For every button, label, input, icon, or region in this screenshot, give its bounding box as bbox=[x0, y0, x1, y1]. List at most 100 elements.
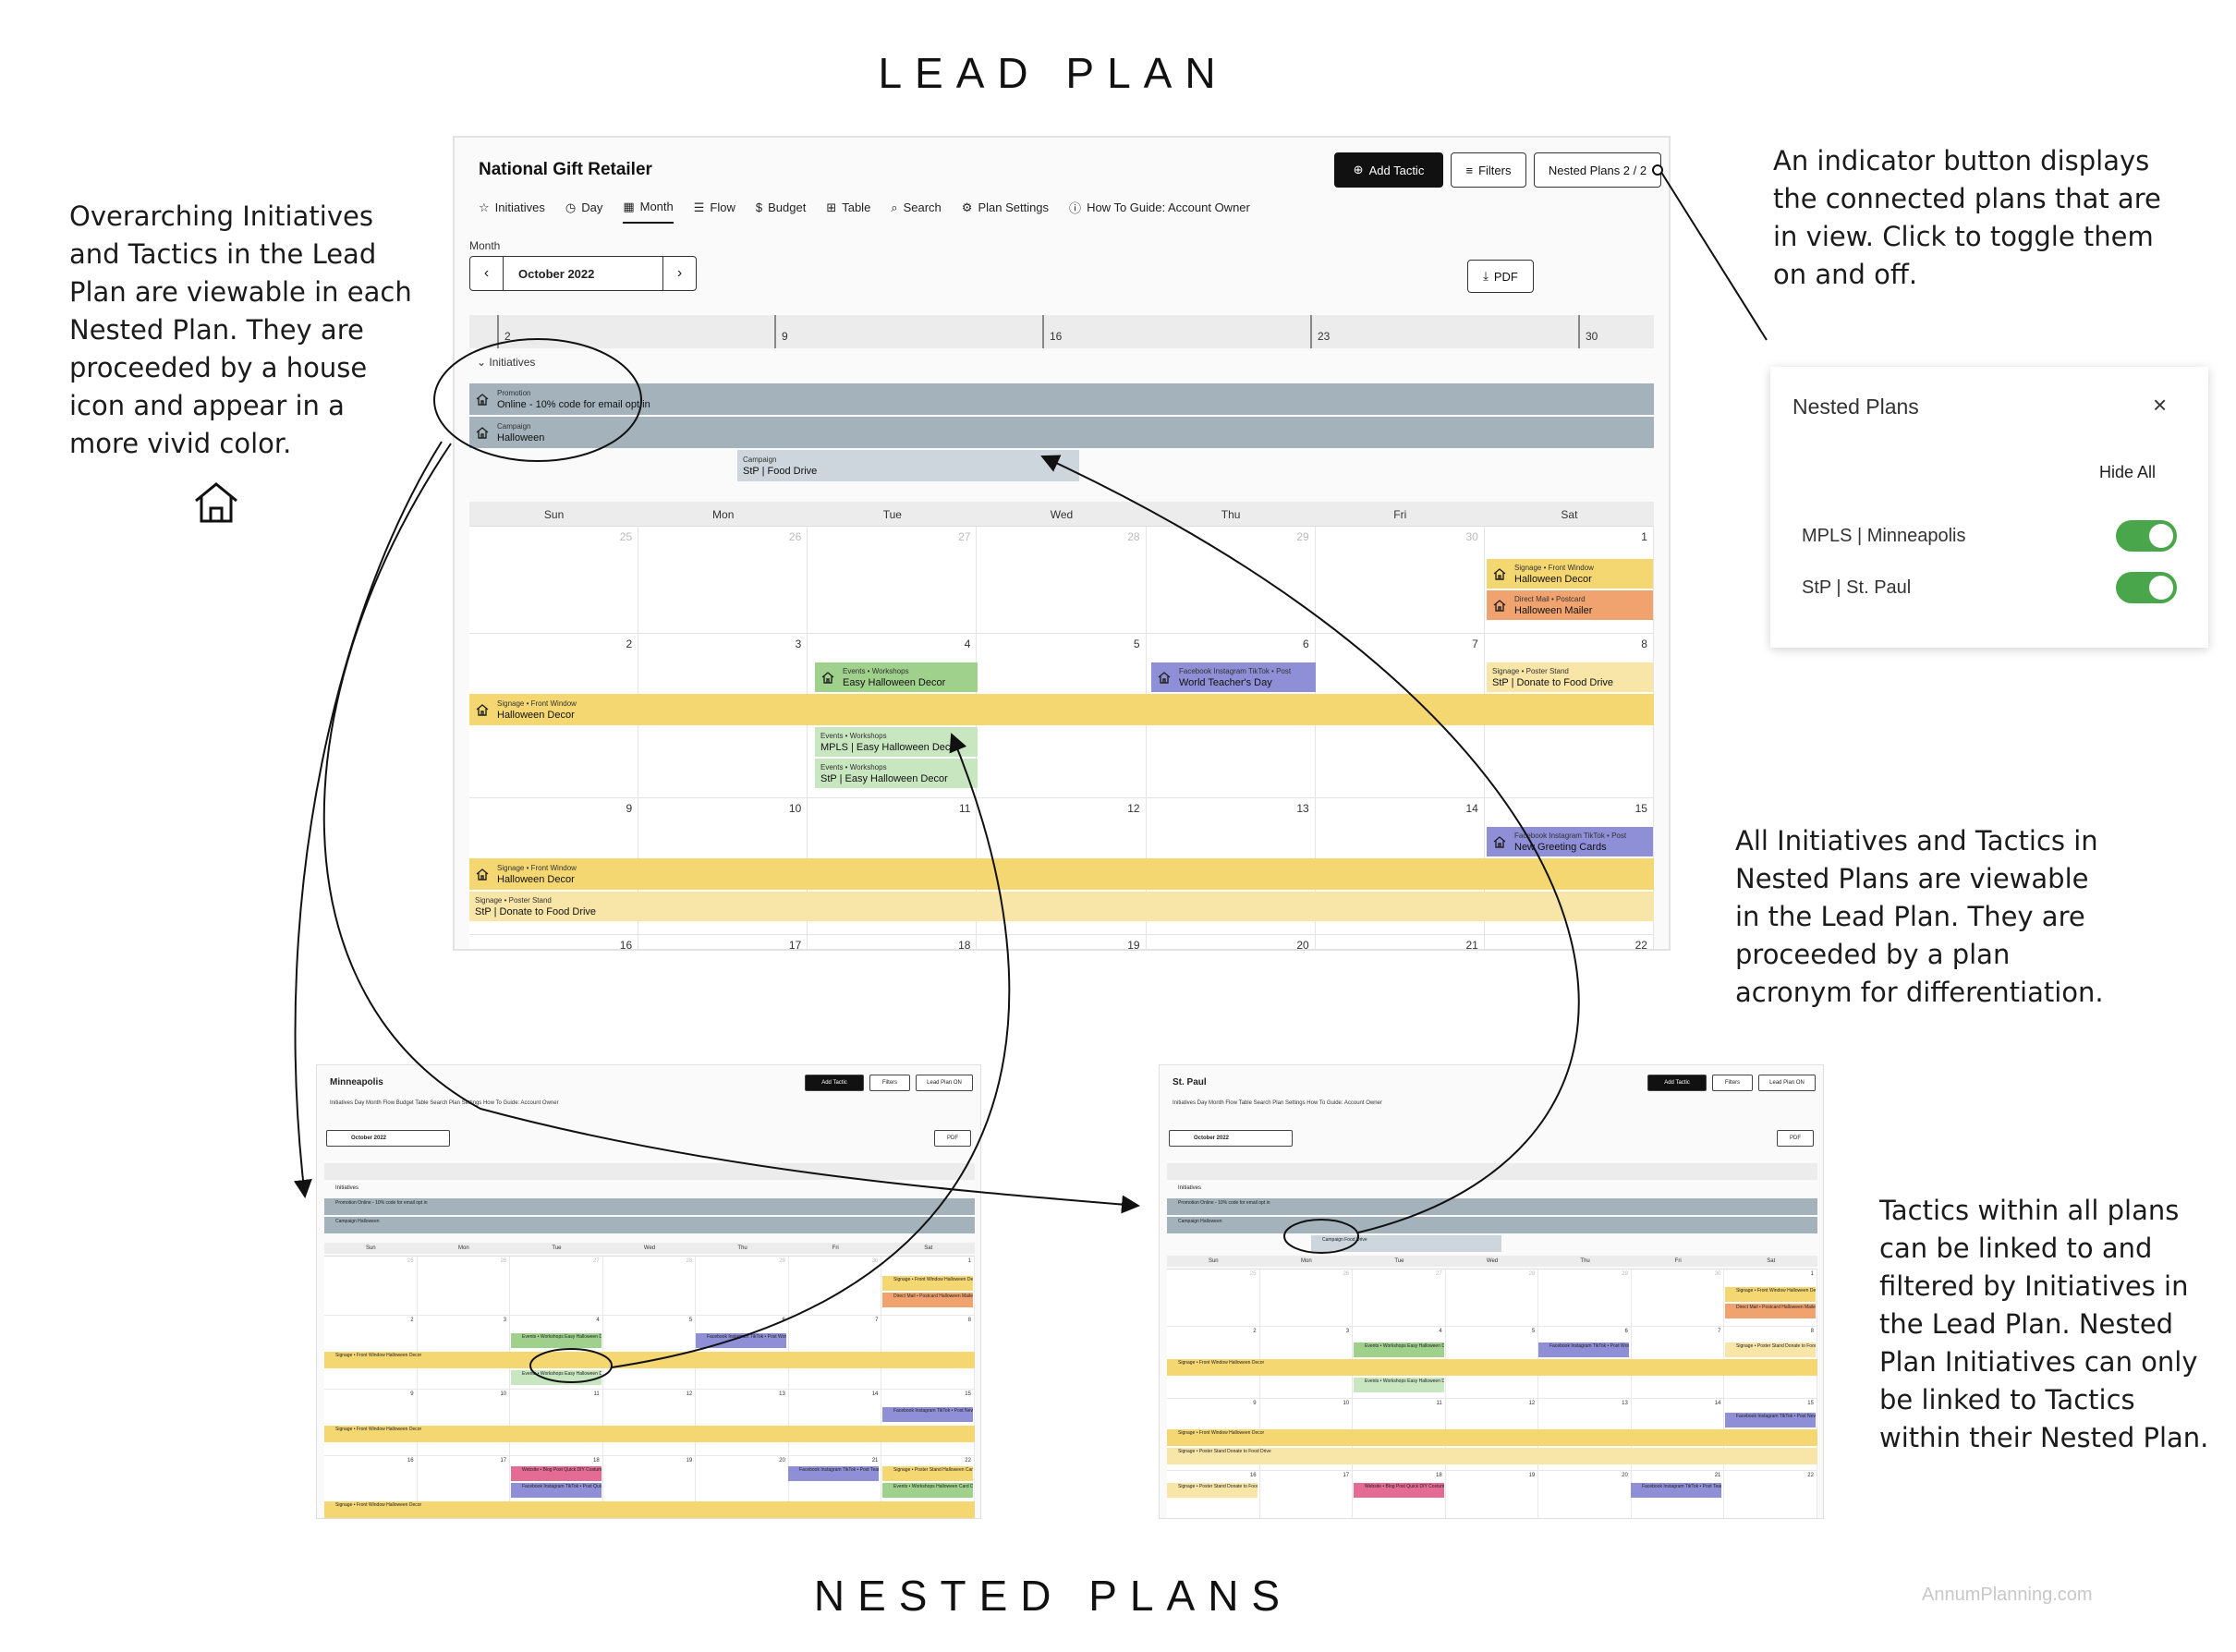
day-cell[interactable]: 29 bbox=[1538, 1269, 1632, 1327]
initiative-bar[interactable]: Campaign Halloween bbox=[324, 1217, 975, 1233]
day-cell[interactable]: 19 bbox=[1446, 1471, 1539, 1518]
day-cell[interactable]: 29 bbox=[1146, 527, 1316, 634]
plan-nav[interactable]: Initiatives Day Month Flow Budget Table … bbox=[330, 1100, 559, 1106]
tactic-chip[interactable]: Website • Blog Post Quick DIY Costume Id… bbox=[511, 1466, 602, 1481]
close-icon[interactable]: × bbox=[2153, 391, 2168, 419]
tab-budget[interactable]: $Budget bbox=[755, 200, 807, 214]
day-cell[interactable]: 20 bbox=[1146, 935, 1316, 949]
tactic-chip[interactable]: Events • Workshops Easy Halloween Decor bbox=[1354, 1378, 1444, 1392]
day-cell[interactable]: 16 bbox=[1167, 1471, 1260, 1518]
month-picker[interactable]: October 2022 bbox=[326, 1130, 450, 1147]
day-cell[interactable]: 18 bbox=[510, 1456, 603, 1518]
day-cell[interactable]: 22 bbox=[1484, 935, 1654, 949]
tactic-bar[interactable]: Signage • Front Window Halloween Decor bbox=[1167, 1429, 1817, 1446]
day-cell[interactable]: 28 bbox=[1445, 1269, 1539, 1327]
tactic-chip[interactable]: Facebook Instagram TikTok • Post Team Me… bbox=[788, 1466, 879, 1481]
day-cell[interactable]: 9 bbox=[324, 1390, 418, 1456]
filters-button[interactable]: Filters bbox=[1712, 1075, 1753, 1091]
day-cell[interactable]: 1 bbox=[1724, 1269, 1817, 1327]
tactic-chip[interactable]: Events • Workshops Easy Halloween Decor bbox=[511, 1370, 602, 1385]
initiative-bar[interactable]: Campaign Food Drive bbox=[1311, 1235, 1501, 1252]
lead-plan-toggle-button[interactable]: Lead Plan ON bbox=[916, 1075, 973, 1091]
add-tactic-button[interactable]: Add Tactic bbox=[805, 1075, 864, 1091]
day-cell[interactable]: 26 bbox=[638, 527, 808, 634]
tactic-bar[interactable]: Signage • Front Window Halloween Decor bbox=[324, 1352, 975, 1368]
day-cell[interactable]: 20 bbox=[696, 1456, 789, 1518]
pdf-button[interactable]: ⤓ PDF bbox=[1467, 260, 1534, 293]
initiatives-toggle[interactable]: ⌄ Initiatives bbox=[477, 356, 536, 369]
tactic-chip[interactable]: Direct Mail • Postcard Halloween Mailer bbox=[1725, 1304, 1816, 1318]
tactic-chip[interactable]: Events • Workshops Easy Halloween Decor bbox=[1354, 1342, 1444, 1357]
tactic-chip[interactable]: Signage • Front Window Halloween Decor bbox=[1725, 1287, 1816, 1302]
initiatives-toggle[interactable]: Initiatives bbox=[1178, 1185, 1202, 1191]
plan-toggle-mpls[interactable] bbox=[2116, 520, 2177, 552]
tab-day[interactable]: ◷Day bbox=[565, 200, 603, 215]
add-tactic-button[interactable]: Add Tactic bbox=[1647, 1075, 1707, 1091]
hide-all-button[interactable]: Hide All bbox=[2099, 463, 2157, 481]
initiative-bar[interactable]: Promotion Online - 10% code for email op… bbox=[1167, 1198, 1817, 1215]
day-cell[interactable]: 25 bbox=[469, 527, 639, 634]
day-cell[interactable]: 17 bbox=[638, 935, 808, 949]
day-cell[interactable]: 26 bbox=[1259, 1269, 1354, 1327]
day-cell[interactable]: 27 bbox=[1353, 1269, 1446, 1327]
tactic-chip[interactable]: Signage • Front Window Halloween Decor bbox=[882, 1276, 973, 1291]
initiative-bar[interactable]: Campaign Halloween bbox=[1167, 1217, 1817, 1233]
day-cell[interactable]: 27 bbox=[808, 527, 978, 634]
day-cell[interactable]: 17 bbox=[418, 1456, 511, 1518]
day-cell[interactable]: 12 bbox=[602, 1390, 697, 1456]
day-cell[interactable]: 30 bbox=[1631, 1269, 1725, 1327]
nested-plans-button[interactable]: Nested Plans 2 / 2 bbox=[1534, 152, 1661, 188]
tab-plan-settings[interactable]: ⚙Plan Settings bbox=[961, 200, 1050, 215]
tactic-bar[interactable]: Signage • Front Window Halloween Decor bbox=[324, 1501, 975, 1518]
day-cell[interactable]: 11 bbox=[510, 1390, 603, 1456]
prev-month-button[interactable]: ‹ bbox=[470, 257, 504, 290]
plan-nav[interactable]: Initiatives Day Month Flow Table Search … bbox=[1173, 1100, 1382, 1106]
day-cell[interactable]: 17 bbox=[1260, 1471, 1354, 1518]
day-cell[interactable]: 28 bbox=[602, 1257, 697, 1316]
tactic-bar[interactable]: Signage • Front Window Halloween Decor bbox=[1167, 1359, 1817, 1376]
day-cell[interactable]: 29 bbox=[696, 1257, 789, 1316]
day-cell[interactable]: 18 bbox=[1353, 1471, 1446, 1518]
day-cell[interactable]: 16 bbox=[324, 1456, 418, 1518]
tab-search[interactable]: ⌕Search bbox=[891, 200, 942, 215]
day-cell[interactable]: 14 bbox=[788, 1390, 882, 1456]
tactic-chip[interactable]: Website • Blog Post Quick DIY Costume Id… bbox=[1354, 1483, 1444, 1498]
tab-initiatives[interactable]: ☆Initiatives bbox=[479, 200, 545, 215]
tactic-chip[interactable]: Facebook Instagram TikTok • Post New Gre… bbox=[882, 1407, 973, 1422]
day-cell[interactable]: 25 bbox=[1167, 1269, 1260, 1327]
day-cell[interactable]: 22 bbox=[881, 1456, 975, 1518]
tactic-chip[interactable]: Facebook Instagram TikTok • Post New Gre… bbox=[1725, 1413, 1816, 1427]
tactic-chip[interactable]: Direct Mail • Postcard Halloween Mailer bbox=[882, 1293, 973, 1307]
plan-toggle-stp[interactable] bbox=[2116, 572, 2177, 603]
tactic-chip[interactable]: Signage • Poster Stand Donate to Food Dr… bbox=[1167, 1483, 1258, 1498]
pdf-button[interactable]: PDF bbox=[1777, 1130, 1814, 1147]
day-cell[interactable]: 19 bbox=[977, 935, 1147, 949]
day-cell[interactable]: 21 bbox=[1632, 1471, 1725, 1518]
next-month-button[interactable]: › bbox=[662, 257, 696, 290]
day-cell[interactable]: 19 bbox=[603, 1456, 697, 1518]
lead-plan-toggle-button[interactable]: Lead Plan ON bbox=[1758, 1075, 1816, 1091]
tactic-chip[interactable]: Events • Workshops Halloween Card Demos bbox=[882, 1483, 973, 1498]
tactic-chip[interactable]: Events • Workshops Easy Halloween Decor bbox=[511, 1333, 602, 1348]
day-cell[interactable]: 25 bbox=[324, 1257, 418, 1316]
tactic-chip[interactable]: Signage • Poster Stand Donate to Food Dr… bbox=[1725, 1342, 1816, 1357]
tab-month[interactable]: ▦Month bbox=[623, 199, 674, 224]
initiatives-toggle[interactable]: Initiatives bbox=[335, 1185, 359, 1191]
month-value[interactable]: October 2022 bbox=[518, 266, 595, 281]
tactic-bar[interactable]: Signage • Front Window Halloween Decor bbox=[324, 1426, 975, 1442]
day-cell[interactable]: 26 bbox=[417, 1257, 511, 1316]
day-cell[interactable]: 28 bbox=[977, 527, 1147, 634]
tactic-chip[interactable]: Facebook Instagram TikTok • Post Quick D… bbox=[511, 1483, 602, 1498]
